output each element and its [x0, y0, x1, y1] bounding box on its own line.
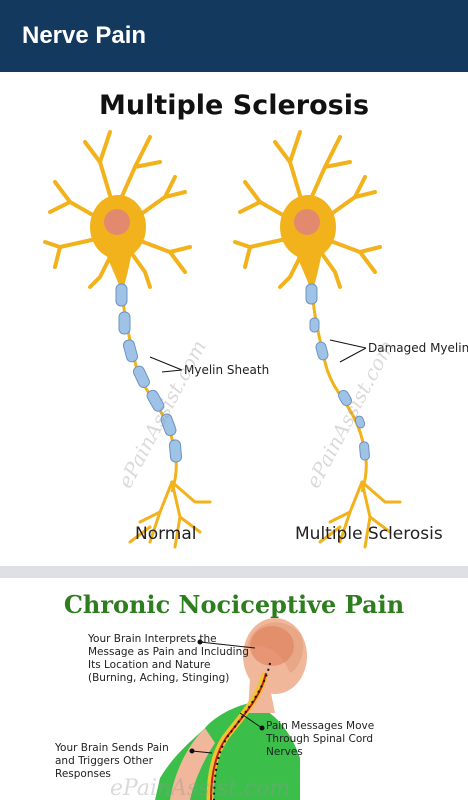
app-title: Nerve Pain [22, 22, 147, 49]
body-illustration [155, 618, 307, 800]
app-bar: Nerve Pain [0, 0, 468, 72]
pain-figure-card[interactable]: Chronic Nociceptive Pain Your Brain Inte… [0, 578, 468, 800]
spinal-cord-note: Pain Messages Move Through Spinal Cord N… [266, 720, 375, 758]
damaged-myelin-label: Damaged Myelin [368, 341, 468, 355]
normal-caption: Normal [135, 524, 197, 544]
neuron-illustration [43, 130, 402, 549]
pain-figure-title: Chronic Nociceptive Pain [63, 590, 405, 619]
ms-figure-title: Multiple Sclerosis [98, 90, 370, 121]
ms-caption: Multiple Sclerosis [295, 524, 443, 544]
brain-interprets-note: Your Brain Interprets the Message as Pai… [88, 633, 249, 684]
watermark-bottom: ePainAssist.com [110, 776, 291, 800]
ms-figure-card[interactable]: Multiple Sclerosis [0, 72, 468, 566]
myelin-sheath-label: Myelin Sheath [184, 363, 270, 377]
brain-sends-note: Your Brain Sends Pain and Triggers Other… [55, 742, 169, 780]
card-separator [0, 566, 468, 578]
ms-neuron [233, 130, 402, 549]
normal-neuron [43, 130, 212, 549]
